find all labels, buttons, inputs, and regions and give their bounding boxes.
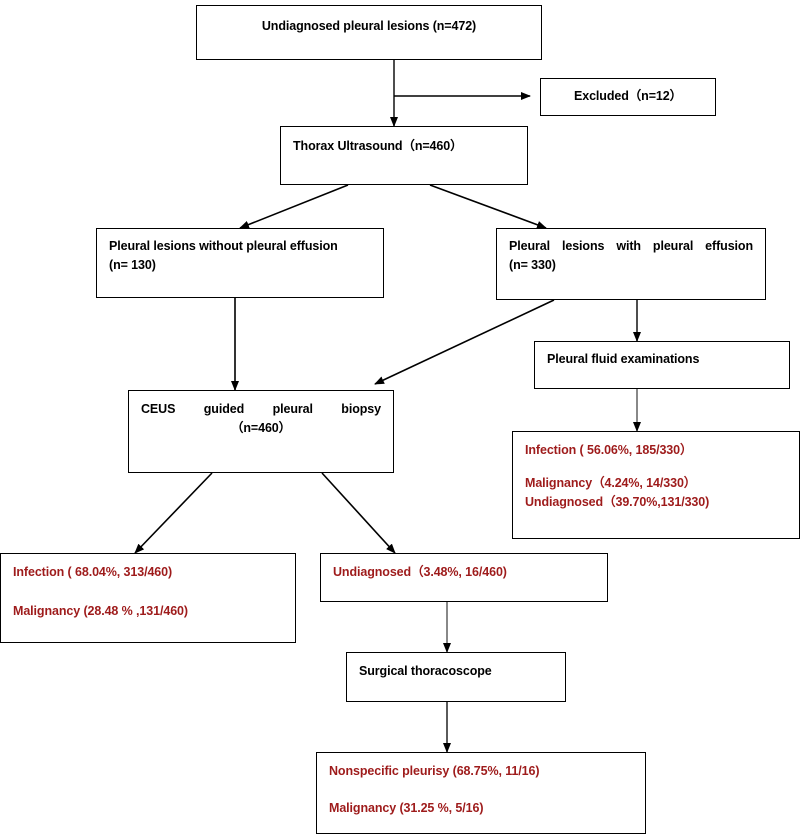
node-pleural-fluid-results: Infection ( 56.06%, 185/330） Malignancy（…: [512, 431, 800, 539]
arrow-ceus-to-undiagnosed: [321, 472, 396, 554]
node-pleural-lesions-with-effusion: Pleural lesions with pleural effusion (n…: [496, 228, 766, 300]
node-surgical-thoracoscope-line1: Surgical thoracoscope: [359, 664, 492, 678]
node-undiagnosed-pleural-lesions: Undiagnosed pleural lesions (n=472): [196, 5, 542, 60]
arrow-with-effusion-to-ceus: [374, 299, 555, 385]
node-surgical-thoracoscope: Surgical thoracoscope: [346, 652, 566, 702]
spacer: [525, 460, 787, 474]
arrow-ultrasound-to-with-effusion: [429, 184, 547, 229]
node-biopsy-results-line1: Infection ( 68.04%, 313/460): [13, 565, 173, 579]
node-pleural-lesions-without-effusion: Pleural lesions without pleural effusion…: [96, 228, 384, 298]
node-thorax-ultrasound-line1: Thorax Ultrasound（n=460）: [293, 139, 463, 153]
node-pleural-lesions-without-effusion-line1: Pleural lesions without pleural effusion: [109, 239, 338, 253]
node-biopsy-undiagnosed: Undiagnosed（3.48%, 16/460): [320, 553, 608, 602]
node-excluded: Excluded（n=12）: [540, 78, 716, 116]
arrow-ceus-to-biopsy-results: [134, 472, 213, 554]
node-biopsy-undiagnosed-line1: Undiagnosed（3.48%, 16/460): [333, 565, 507, 579]
node-ceus-guided-pleural-biopsy-line2: （n=460）: [230, 420, 292, 435]
node-pleural-fluid-results-line2: Malignancy（4.24%, 14/330）: [525, 475, 697, 490]
node-thorax-ultrasound: Thorax Ultrasound（n=460）: [280, 126, 528, 185]
node-pleural-fluid-results-line3: Undiagnosed（39.70%,131/330): [525, 494, 710, 509]
node-undiagnosed-pleural-lesions-line1: Undiagnosed pleural lesions (n=472): [261, 19, 477, 33]
node-pleural-lesions-with-effusion-line1: Pleural lesions with pleural effusion: [509, 239, 753, 253]
node-pleural-lesions-with-effusion-line2: (n= 330): [509, 257, 556, 272]
arrow-ultrasound-to-without-effusion: [239, 184, 349, 229]
spacer: [329, 781, 633, 799]
node-excluded-line1: Excluded（n=12）: [573, 89, 682, 103]
node-thoracoscope-results: Nonspecific pleurisy (68.75%, 11/16) Mal…: [316, 752, 646, 834]
node-thoracoscope-results-line2: Malignancy (31.25 %, 5/16): [329, 800, 484, 815]
spacer: [13, 582, 283, 602]
node-biopsy-results-line2: Malignancy (28.48 % ,131/460): [13, 603, 188, 618]
node-pleural-lesions-without-effusion-line2: (n= 130): [109, 257, 156, 272]
node-ceus-guided-pleural-biopsy: CEUS guided pleural biopsy （n=460）: [128, 390, 394, 473]
node-ceus-guided-pleural-biopsy-line1: CEUS guided pleural biopsy: [141, 402, 381, 416]
node-pleural-fluid-examinations: Pleural fluid examinations: [534, 341, 790, 389]
node-pleural-fluid-results-line1: Infection ( 56.06%, 185/330）: [525, 443, 693, 457]
node-thoracoscope-results-line1: Nonspecific pleurisy (68.75%, 11/16): [329, 764, 540, 778]
node-pleural-fluid-examinations-line1: Pleural fluid examinations: [547, 352, 700, 366]
node-biopsy-results: Infection ( 68.04%, 313/460) Malignancy …: [0, 553, 296, 643]
